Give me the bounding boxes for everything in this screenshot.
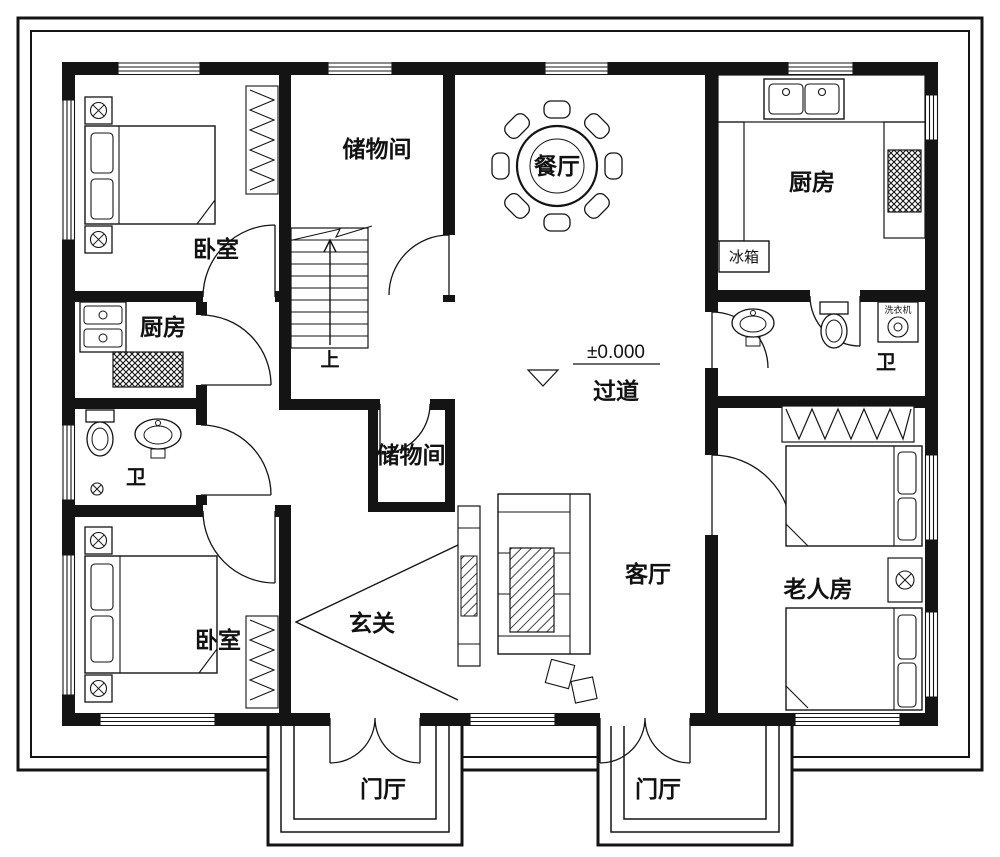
wardrobe-icon <box>245 85 279 195</box>
room-label-kitchen-small: 厨房 <box>140 314 186 340</box>
labels: 卧室 储物间 餐厅 厨房 冰箱 厨房 卫 卫 洗衣机 ±0.000 过道 上 储… <box>126 136 912 802</box>
stool-icon <box>544 658 598 704</box>
room-label-foyer-left: 门厅 <box>360 776 406 802</box>
bed-icon <box>84 96 216 254</box>
room-label-bath-right: 卫 <box>876 352 896 374</box>
coffee-table-icon <box>509 547 555 633</box>
room-label-bedroom-topleft: 卧室 <box>193 236 239 262</box>
room-label-foyer-right: 门厅 <box>635 776 681 802</box>
room-label-elder: 老人房 <box>783 576 853 602</box>
bed-icon <box>785 607 923 711</box>
elevation-marker-icon <box>526 363 660 387</box>
wardrobe-icon <box>245 615 279 709</box>
door-icon <box>196 224 861 764</box>
sink-icon <box>731 308 775 347</box>
room-label-hallway: 过道 <box>593 378 639 404</box>
washing-machine-icon <box>877 301 919 343</box>
room-label-entry-hall: 玄关 <box>349 610 395 636</box>
kitchen-sink-icon <box>79 301 127 353</box>
room-label-kitchen-main: 厨房 <box>789 169 835 195</box>
label-stairs-up: 上 <box>320 349 339 371</box>
fridge-icon <box>718 240 770 273</box>
room-label-bedroom-bottomleft: 卧室 <box>195 627 241 653</box>
stairs-icon <box>283 225 373 349</box>
stove-icon <box>112 351 184 388</box>
nightstand-icon <box>887 557 923 603</box>
bed-icon <box>84 526 218 703</box>
stove-icon <box>887 149 922 213</box>
room-label-storage-middle: 储物间 <box>377 442 446 468</box>
room-label-living: 客厅 <box>625 561 671 587</box>
label-washing-machine: 洗衣机 <box>884 304 911 315</box>
label-floor-level: ±0.000 <box>587 342 645 363</box>
outer-frame <box>16 16 984 772</box>
porch-steps-right <box>596 726 794 847</box>
room-label-storage-top: 储物间 <box>343 136 412 162</box>
toilet-icon <box>819 301 849 349</box>
sink-icon <box>134 418 182 459</box>
tv-cabinet-icon <box>457 505 481 667</box>
room-label-dining: 餐厅 <box>534 153 580 179</box>
dining-table-icon <box>491 100 623 232</box>
floor-drain-icon <box>90 482 104 496</box>
room-label-bath-left: 卫 <box>126 467 146 489</box>
label-fridge: 冰箱 <box>729 249 759 266</box>
kitchen-sink-icon <box>763 78 845 120</box>
bed-icon <box>785 445 923 547</box>
entry-arrow-icon <box>294 544 459 701</box>
window-icon <box>61 61 939 727</box>
toilet-icon <box>85 409 115 457</box>
porch-steps-left <box>266 726 464 847</box>
wardrobe-icon <box>781 405 915 443</box>
